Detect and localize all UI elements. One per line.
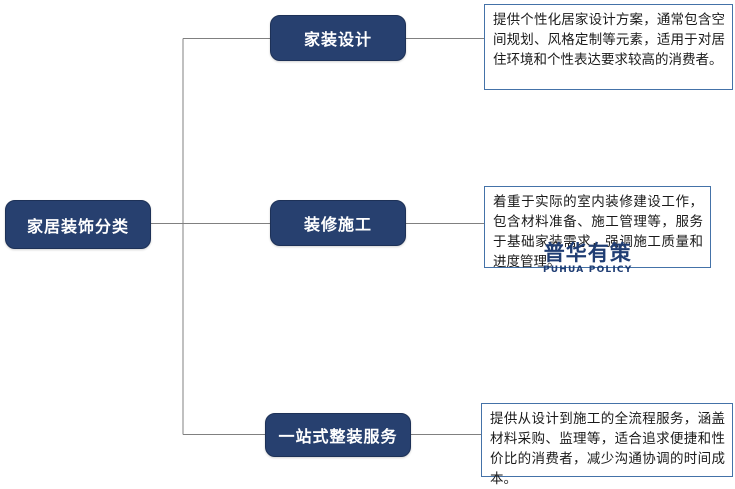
branch-node-2[interactable]: 一站式整装服务 (265, 413, 411, 457)
branch-description-1: 着重于实际的室内装修建设工作，包含材料准备、施工管理等，服务于基础家装需求，强调… (484, 186, 711, 270)
root-node[interactable]: 家居装饰分类 (5, 200, 151, 249)
branch-description-2: 提供从设计到施工的全流程服务，涵盖材料采购、监理等，适合追求便捷和性价比的消费者… (481, 403, 733, 487)
root-node-label: 家居装饰分类 (26, 216, 129, 236)
branch-node-1-label: 装修施工 (303, 215, 372, 234)
branch-node-0-label: 家装设计 (303, 30, 372, 49)
branch-node-0[interactable]: 家装设计 (270, 15, 406, 61)
branch-node-2-label: 一站式整装服务 (278, 427, 398, 446)
branch-node-1[interactable]: 装修施工 (270, 200, 406, 246)
branch-description-0: 提供个性化居家设计方案，通常包含空间规划、风格定制等元素，适用于对居住环境和个性… (484, 4, 733, 90)
